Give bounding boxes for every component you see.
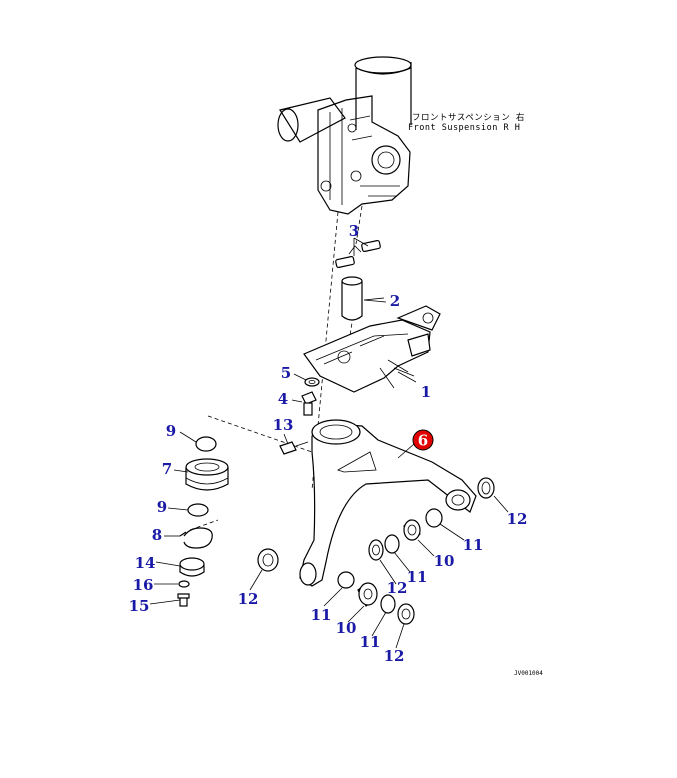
assembly-note-en: Front Suspension R H <box>408 123 520 133</box>
assembly-note-jp: フロントサスペンション 右 <box>412 112 525 123</box>
part-2-pin <box>341 276 385 321</box>
leader-lines <box>149 237 509 649</box>
label-7: 7 <box>162 460 172 478</box>
label-9-lower: 9 <box>157 498 167 516</box>
part-1-bracket <box>303 305 441 393</box>
label-16: 16 <box>133 576 154 594</box>
label-11-mid: 11 <box>407 568 428 586</box>
label-13: 13 <box>273 416 294 434</box>
label-11-right: 11 <box>463 536 484 554</box>
part-16-washer <box>178 580 190 588</box>
label-12-left: 12 <box>238 590 259 608</box>
part-7-bearing <box>185 458 229 491</box>
label-4: 4 <box>278 390 288 408</box>
part-4-bolt <box>301 391 317 416</box>
part-9-seal-lower <box>187 503 209 517</box>
label-9-upper: 9 <box>166 422 176 440</box>
callout-6: 6 <box>412 429 434 451</box>
part-14-cap <box>179 557 205 577</box>
label-12-bottom: 12 <box>384 647 405 665</box>
label-12-right: 12 <box>507 510 528 528</box>
label-1: 1 <box>421 383 431 401</box>
label-5: 5 <box>281 364 291 382</box>
part-9-seal-upper <box>195 436 217 452</box>
part-6-suspension-arm <box>299 419 477 587</box>
label-10-right: 10 <box>434 552 455 570</box>
part-15-bolt <box>177 593 190 607</box>
part-labels: 3 2 1 5 4 13 6 9 7 9 8 14 16 15 12 11 10… <box>129 222 528 665</box>
part-3-keys <box>335 239 381 269</box>
drawing-code: JV001004 <box>514 670 543 677</box>
label-2: 2 <box>390 292 400 310</box>
label-3: 3 <box>349 222 359 240</box>
label-14: 14 <box>135 554 156 572</box>
part-12-ring-right <box>477 477 495 499</box>
bushing-stack-bottom <box>257 548 415 625</box>
label-6: 6 <box>418 432 428 450</box>
part-8-snap-ring <box>179 527 213 549</box>
assembly-note: フロントサスペンション 右 Front Suspension R H <box>408 112 525 133</box>
label-12-mid: 12 <box>387 579 408 597</box>
label-11-bottom: 11 <box>360 633 381 651</box>
bushing-stack-right <box>368 477 495 561</box>
label-15: 15 <box>129 597 150 615</box>
part-13-fitting <box>279 441 309 455</box>
label-8: 8 <box>152 526 162 544</box>
front-suspension-sketch <box>277 56 412 215</box>
part-5-washer <box>304 377 320 387</box>
label-11-left: 11 <box>311 606 332 624</box>
label-10-left: 10 <box>336 619 357 637</box>
